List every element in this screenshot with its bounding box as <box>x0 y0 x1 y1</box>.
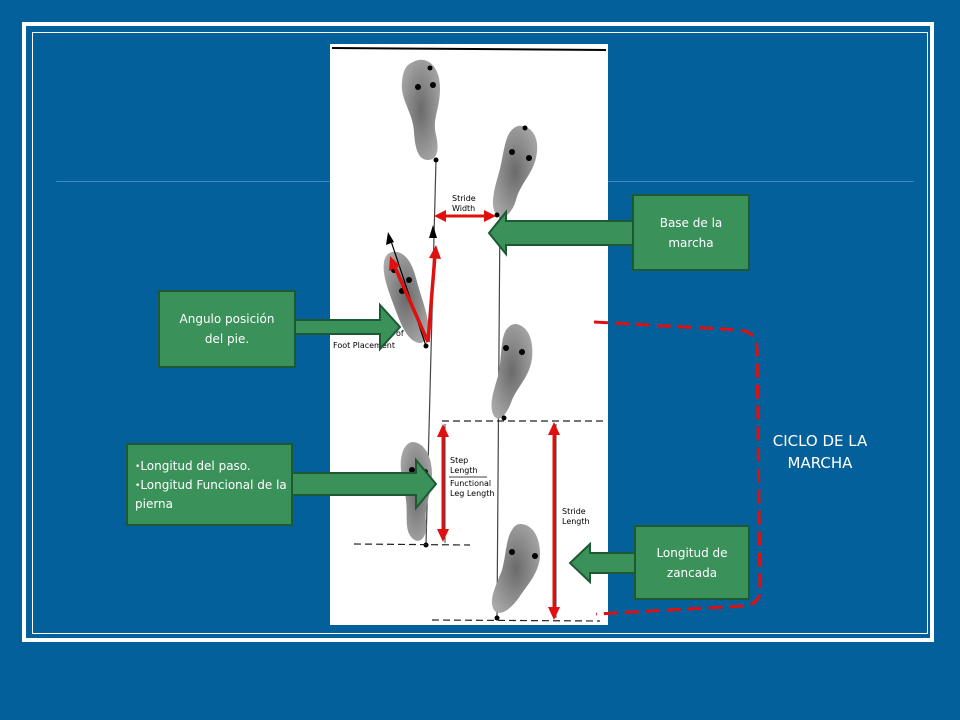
callout-text: Longitud de zancada <box>656 545 728 580</box>
callout-list-item: •Longitud Funcional de la pierna <box>135 477 287 511</box>
right-arrow-icon <box>293 302 402 352</box>
functional-leg-length-label: Functional Leg Length <box>450 479 494 498</box>
stride-width-label: Stride Width <box>452 194 478 213</box>
right-arrow-icon <box>291 457 438 511</box>
step-length-label: Step Length <box>450 456 478 475</box>
figure-top-rule <box>331 47 607 51</box>
longitud-paso-callout: •Longitud del paso. •Longitud Funcional … <box>126 443 293 526</box>
footprint-icon <box>401 59 440 163</box>
angulo-posicion-callout: Angulo posición del pie. <box>158 290 296 368</box>
progression-arrowhead <box>429 225 437 238</box>
longitud-zancada-callout: Longitud de zancada <box>634 525 750 600</box>
step-length-red-arrow <box>437 424 449 542</box>
footprint-icon <box>491 524 540 621</box>
footprint-icon <box>491 324 533 421</box>
stride-end-dashed-line <box>431 619 601 622</box>
foot-angle-red-arrows <box>389 245 441 343</box>
slide-frame <box>22 22 934 642</box>
step-start-dashed-line <box>353 543 471 546</box>
callout-text: Angulo posición del pie. <box>179 312 275 346</box>
ciclo-de-la-marcha-label: CICLO DE LA MARCHA <box>772 432 868 472</box>
footprint-icon <box>492 125 538 218</box>
callout-text: Base de la marcha <box>659 215 723 250</box>
left-arrow-icon <box>487 209 635 257</box>
callout-list: •Longitud del paso. •Longitud Funcional … <box>135 457 291 513</box>
callout-list-item: •Longitud del paso. <box>135 458 251 473</box>
foot-placement-label: of Foot Placement <box>333 329 406 350</box>
slide-inner-frame <box>32 32 928 634</box>
left-arrow-icon <box>568 541 637 585</box>
stride-width-red-arrow <box>434 210 496 222</box>
gait-cycle-bracket <box>593 320 762 616</box>
stride-length-label: Stride Length <box>562 507 590 526</box>
base-de-la-marcha-callout: Base de la marcha <box>632 194 750 271</box>
stride-length-red-arrow <box>548 422 560 620</box>
foot-axis-arrowhead <box>386 232 394 245</box>
